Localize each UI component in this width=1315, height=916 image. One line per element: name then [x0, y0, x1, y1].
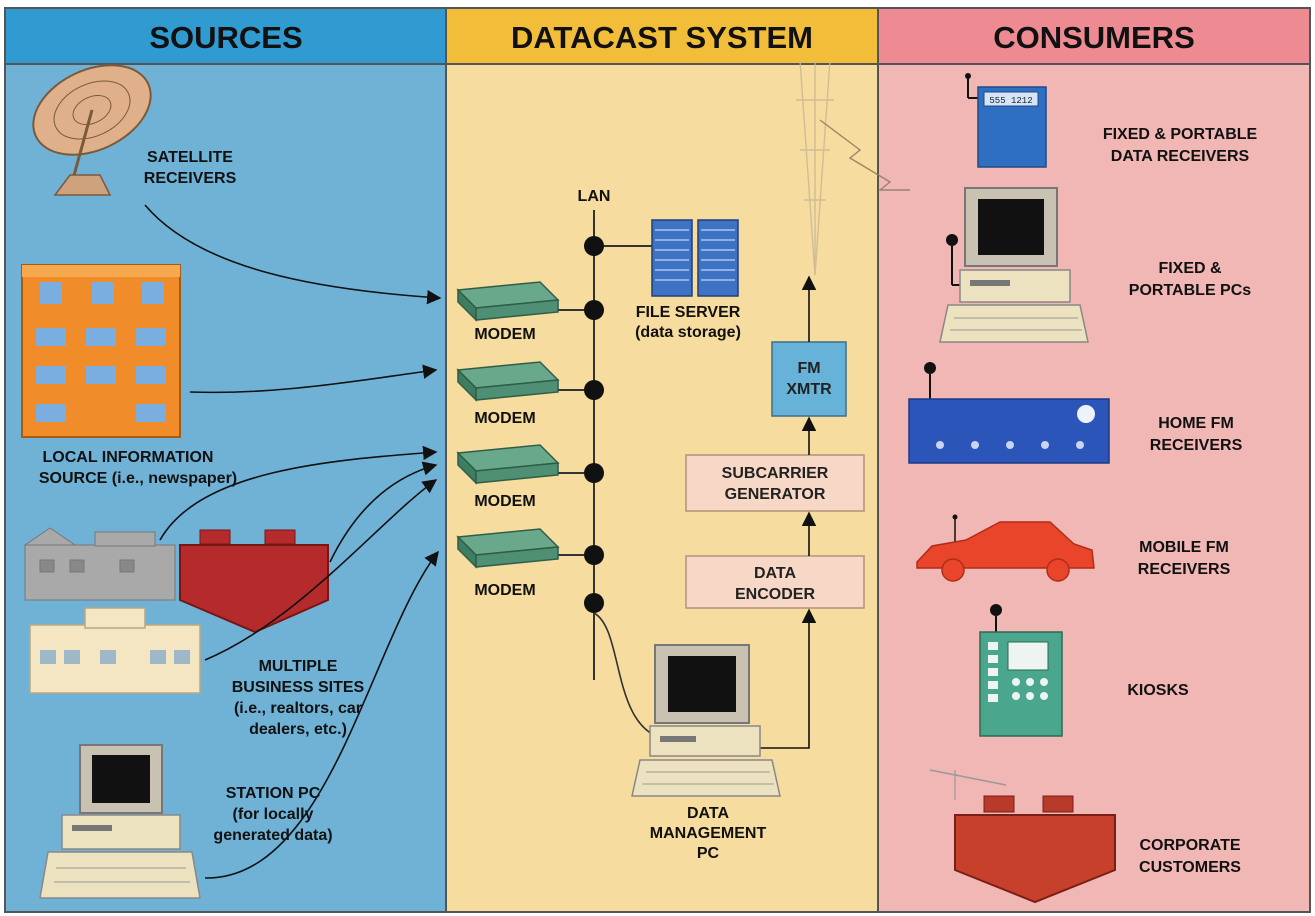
lan-node [584, 463, 604, 483]
kiosk-icon [979, 604, 1063, 737]
encoder-label-2: ENCODER [735, 586, 815, 603]
encoder-label-1: DATA [754, 565, 797, 582]
business-label-2: BUSINESS SITES [232, 679, 365, 696]
mgmt-pc-label-3: PC [697, 845, 720, 862]
modem-label-1: MODEM [474, 326, 535, 343]
modem-icon [456, 528, 584, 569]
station-pc-label-1: STATION PC [226, 785, 321, 802]
satellite-label-1: SATELLITE [147, 149, 233, 166]
consumer-pc-icon [939, 187, 1089, 343]
newspaper-building-icon [21, 264, 181, 438]
receiver-display-text: 555 1212 [989, 96, 1032, 106]
fm-xmtr-label-1: FM [797, 360, 820, 377]
kiosks-label: KIOSKS [1127, 682, 1189, 699]
station-pc-icon [39, 744, 201, 899]
corporate-label-2: CUSTOMERS [1139, 859, 1241, 876]
business-label-1: MULTIPLE [259, 658, 338, 675]
mgmt-pc-label-2: MANAGEMENT [650, 825, 767, 842]
arrow-business2-to-modem [329, 461, 438, 563]
consumers-header: CONSUMERS [993, 20, 1195, 55]
data-management-pc-icon [631, 644, 781, 797]
arrow-newspaper-to-modem [189, 364, 438, 394]
subcarrier-box [685, 454, 865, 512]
subcarrier-label-1: SUBCARRIER [722, 465, 829, 482]
lan-node [584, 300, 604, 320]
mobile-fm-label-1: MOBILE FM [1139, 539, 1229, 556]
local-info-label-1: LOCAL INFORMATION [43, 449, 214, 466]
corporate-building-icon [929, 769, 1116, 904]
data-receivers-label-1: FIXED & PORTABLE [1103, 126, 1258, 143]
business-building-cream-icon [29, 607, 201, 694]
home-fm-label-1: HOME FM [1158, 415, 1234, 432]
fm-xmtr-label-2: XMTR [786, 381, 832, 398]
business-label-3: (i.e., realtors, car [234, 700, 362, 717]
station-pc-label-2: (for locally [233, 806, 314, 823]
encoder-box [685, 555, 865, 609]
lan-node [584, 545, 604, 565]
mobile-fm-label-2: RECEIVERS [1138, 561, 1231, 578]
arrow-satellite-to-modem [144, 204, 442, 305]
lan-node [584, 236, 604, 256]
mgmt-pc-label-1: DATA [687, 805, 730, 822]
data-receivers-label-2: DATA RECEIVERS [1111, 148, 1250, 165]
business-building-red-icon [179, 529, 329, 634]
modem-icon [456, 444, 584, 485]
modem-label-4: MODEM [474, 582, 535, 599]
arrow-pc-to-encoder [758, 608, 817, 749]
modem-label-3: MODEM [474, 493, 535, 510]
car-icon [916, 514, 1095, 582]
lan-nodes [584, 236, 604, 613]
arrow-station-to-modem [204, 550, 439, 879]
data-receiver-icon [965, 73, 1047, 168]
home-fm-receiver-icon [908, 362, 1110, 464]
satellite-label-2: RECEIVERS [144, 170, 237, 187]
satellite-dish-icon [32, 64, 152, 196]
modem-label-2: MODEM [474, 410, 535, 427]
station-pc-label-3: generated data) [213, 827, 332, 844]
lan-label: LAN [578, 188, 611, 205]
business-building-gray-icon [23, 527, 176, 601]
fm-xmtr-box [771, 341, 847, 417]
file-server-label-2: (data storage) [635, 324, 741, 341]
file-server-label-1: FILE SERVER [636, 304, 741, 321]
datacast-header-bg [445, 7, 879, 65]
pcs-label-1: FIXED & [1158, 260, 1222, 277]
modem-icon [456, 281, 584, 322]
local-info-label-2: SOURCE (i.e., newspaper) [39, 470, 237, 487]
lan-node [584, 593, 604, 613]
home-fm-label-2: RECEIVERS [1150, 437, 1243, 454]
pcs-label-2: PORTABLE PCs [1129, 282, 1251, 299]
modem-icon [456, 361, 584, 402]
sources-header: SOURCES [149, 20, 302, 55]
business-label-4: dealers, etc.) [249, 721, 347, 738]
arrow-business1-to-modem [159, 445, 438, 541]
arrow-business3-to-modem [204, 479, 438, 661]
consumers-header-bg [877, 7, 1311, 65]
fm-tower-icon [796, 59, 910, 276]
corporate-label-1: CORPORATE [1139, 837, 1240, 854]
datacast-header: DATACAST SYSTEM [511, 20, 813, 55]
subcarrier-label-2: GENERATOR [725, 486, 826, 503]
file-server-icon [651, 219, 739, 297]
lan-node [584, 380, 604, 400]
